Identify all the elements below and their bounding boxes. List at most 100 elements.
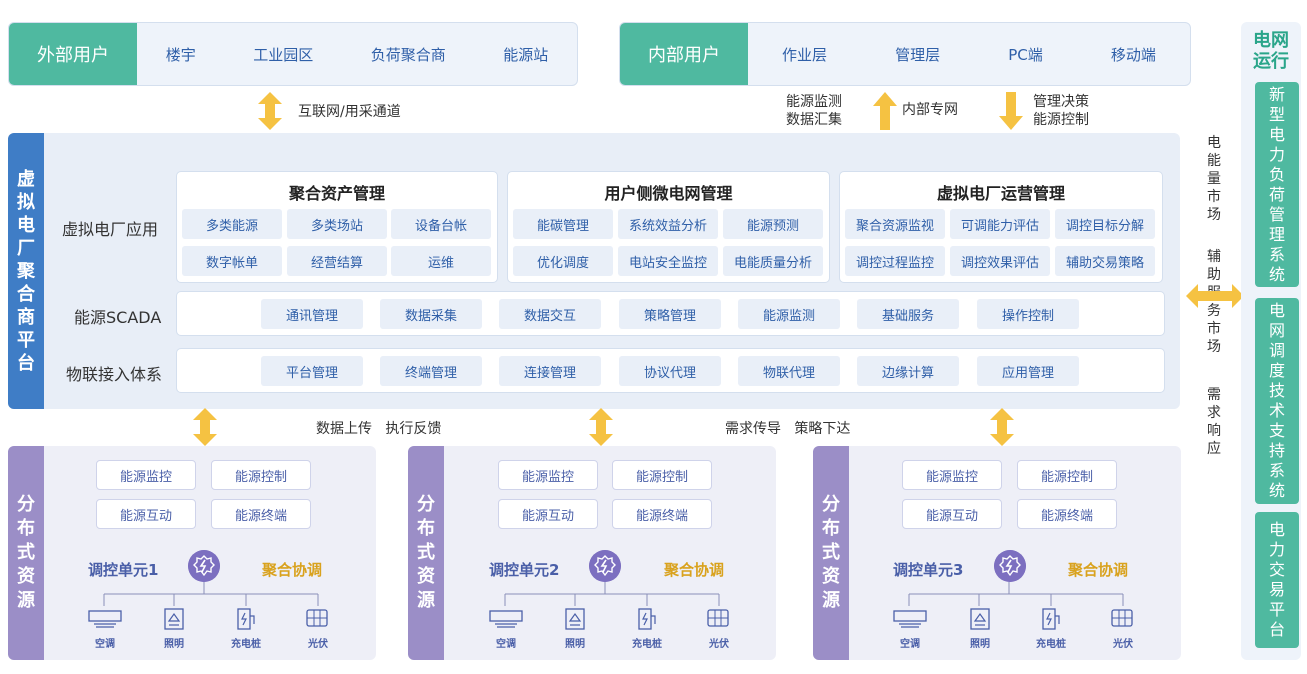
chip-item: 调控目标分解 [1055, 209, 1155, 239]
chip-item: 设备台帐 [391, 209, 491, 239]
external-users-bar: 外部用户 楼宇 工业园区 负荷聚合商 能源站 [8, 22, 578, 86]
up-arrow-icon [873, 92, 897, 130]
row-label-iot: 物联接入体系 [66, 365, 163, 384]
chip-item: 调控效果评估 [950, 246, 1050, 276]
panel-asset-management: 聚合资产管理 多类能源 多类场站 设备台帐 数字帐单 经营结算 运维 [176, 171, 498, 283]
scada-item: 操作控制 [977, 299, 1079, 329]
external-user-energy-station: 能源站 [503, 45, 549, 64]
charging-pile-icon [1042, 608, 1060, 630]
internal-users-bar: 内部用户 作业层 管理层 PC端 移动端 [619, 22, 1191, 86]
iot-item: 物联代理 [738, 356, 840, 386]
bottom-double-arrow-1-icon [193, 408, 217, 446]
chip-item: 多类能源 [182, 209, 282, 239]
iot-item: 协议代理 [619, 356, 721, 386]
energy-market-label: 电能量市场 [1207, 135, 1221, 223]
air-conditioner-icon [88, 610, 122, 628]
internet-channel-label: 互联网/用采通道 [298, 104, 401, 120]
scada-item: 数据采集 [380, 299, 482, 329]
chip-item: 电能质量分析 [723, 246, 823, 276]
internal-users-title: 内部用户 [620, 23, 748, 85]
solar-panel-icon [306, 609, 328, 627]
charging-pile-icon [237, 608, 255, 630]
down-arrow-icon [999, 92, 1023, 130]
air-conditioner-icon [893, 610, 927, 628]
aggregation-label: 聚合协调 [262, 561, 323, 579]
power-trading-platform: 电力交易平台 [1255, 512, 1299, 648]
function-chip: 能源控制 [211, 460, 311, 490]
internal-user-mobile: 移动端 [1110, 45, 1156, 64]
external-user-industrial-park: 工业园区 [253, 45, 314, 64]
chip-item: 运维 [391, 246, 491, 276]
iot-item: 连接管理 [499, 356, 601, 386]
device-label-pv: 光伏 [1113, 639, 1133, 650]
iot-item: 平台管理 [261, 356, 363, 386]
external-user-load-aggregator: 负荷聚合商 [370, 45, 446, 64]
function-chip: 能源互动 [902, 499, 1002, 529]
bottom-double-arrow-2-icon [589, 408, 613, 446]
bottom-double-arrow-3-icon [990, 408, 1014, 446]
panel-title: 聚合资产管理 [288, 184, 385, 203]
control-unit-label: 调控单元1 [88, 561, 159, 579]
distributed-side-title: 分布式资源 [813, 446, 849, 660]
demand-strategy-label: 需求传导 策略下达 [725, 421, 851, 437]
device-label-pv: 光伏 [308, 639, 328, 650]
function-chip: 能源控制 [1017, 460, 1117, 490]
gear-lightning-icon [188, 550, 220, 582]
iot-item: 边缘计算 [857, 356, 959, 386]
control-unit-label: 调控单元3 [893, 561, 964, 579]
function-chip: 能源互动 [498, 499, 598, 529]
grid-operation-title: 电网 运行 [1253, 30, 1289, 72]
horizontal-double-arrow-icon [1186, 284, 1244, 308]
aggregation-label: 聚合协调 [1068, 561, 1129, 579]
chip-item: 聚合资源监视 [845, 209, 945, 239]
load-management-system: 新型电力负荷管理系统 [1255, 82, 1299, 287]
control-unit-label: 调控单元2 [489, 561, 560, 579]
scada-item: 数据交互 [499, 299, 601, 329]
device-label-pv: 光伏 [709, 639, 729, 650]
grid-operation-column: 电网 运行 新型电力负荷管理系统 电网调度技术支持系统 电力交易平台 [1241, 22, 1301, 660]
lighting-icon [970, 608, 990, 630]
scada-item: 通讯管理 [261, 299, 363, 329]
iot-item: 应用管理 [977, 356, 1079, 386]
function-chip: 能源监控 [96, 460, 196, 490]
gear-lightning-icon [994, 550, 1026, 582]
dispatch-support-system: 电网调度技术支持系统 [1255, 298, 1299, 504]
lighting-icon [565, 608, 585, 630]
distributed-block-3: 分布式资源 能源监控 能源控制 能源互动 能源终端 调控单元3 聚合协调 空调 … [813, 446, 1181, 660]
function-chip: 能源监控 [902, 460, 1002, 490]
row-label-scada: 能源SCADA [74, 308, 162, 327]
platform-side-title: 虚 拟 电 厂 聚 合 商 平 台 [8, 133, 44, 409]
down-flow-label: 管理决策 能源控制 [1033, 94, 1089, 128]
upload-feedback-label: 数据上传 执行反馈 [316, 421, 442, 437]
iot-item: 终端管理 [380, 356, 482, 386]
function-chip: 能源终端 [211, 499, 311, 529]
demand-response-label: 需求响应 [1207, 387, 1221, 457]
panel-title: 虚拟电厂运营管理 [936, 184, 1065, 203]
function-chip: 能源终端 [612, 499, 712, 529]
device-label-ac: 空调 [496, 639, 516, 650]
chip-item: 可调能力评估 [950, 209, 1050, 239]
device-label-lighting: 照明 [565, 639, 585, 650]
distributed-side-title: 分布式资源 [408, 446, 444, 660]
distributed-block-1: 分布式资源 能源监控 能源控制 能源互动 能源终端 调控单元1 聚合协调 空调 … [8, 446, 376, 660]
device-label-lighting: 照明 [164, 639, 184, 650]
solar-panel-icon [707, 609, 729, 627]
panel-microgrid-management: 用户侧微电网管理 能碳管理 系统效益分析 能源预测 优化调度 电站安全监控 电能… [507, 171, 830, 283]
private-network-label: 内部专网 [902, 102, 958, 118]
chip-item: 经营结算 [287, 246, 387, 276]
scada-item: 策略管理 [619, 299, 721, 329]
chip-item: 能碳管理 [513, 209, 613, 239]
chip-item: 辅助交易策略 [1055, 246, 1155, 276]
function-chip: 能源控制 [612, 460, 712, 490]
charging-pile-icon [638, 608, 656, 630]
scada-strip: 通讯管理 数据采集 数据交互 策略管理 能源监测 基础服务 操作控制 [176, 291, 1165, 336]
panel-vpp-operation-management: 虚拟电厂运营管理 聚合资源监视 可调能力评估 调控目标分解 调控过程监控 调控效… [839, 171, 1163, 283]
device-label-charger: 充电桩 [231, 639, 261, 650]
internal-user-management-layer: 管理层 [895, 45, 941, 64]
scada-item: 基础服务 [857, 299, 959, 329]
lighting-icon [164, 608, 184, 630]
function-chip: 能源监控 [498, 460, 598, 490]
function-chip: 能源互动 [96, 499, 196, 529]
external-users-title: 外部用户 [9, 23, 137, 85]
chip-item: 能源预测 [723, 209, 823, 239]
